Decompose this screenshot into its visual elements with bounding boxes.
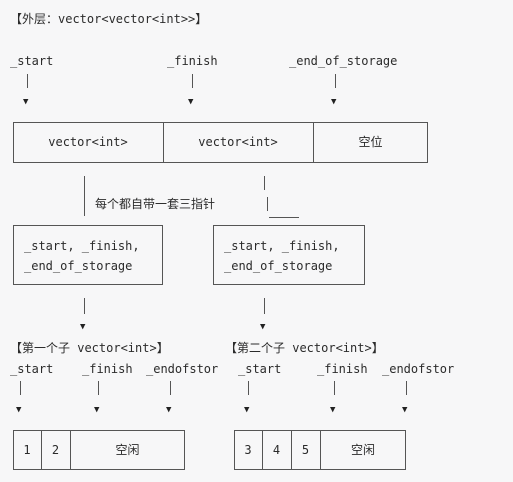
right-connector-line-upper	[264, 176, 265, 190]
second-child-finish-arrow-line	[334, 381, 335, 395]
child-2-connector-line	[264, 298, 265, 314]
second-child-start-arrowhead-icon: ▼	[244, 405, 250, 415]
first-child-start-label: _start	[10, 362, 54, 376]
first-child-divider-2	[70, 430, 71, 470]
outer-cell-1: vector<int>	[198, 135, 278, 149]
second-child-finish-label: _finish	[317, 362, 368, 376]
outer-end-of-storage-label: _end_of_storage	[289, 54, 398, 68]
second-child-divider-2	[291, 430, 292, 470]
first-child-divider-1	[41, 430, 42, 470]
outer-title: 【外层：vector<vector<int>>】	[10, 12, 208, 26]
second-child-finish-arrowhead-icon: ▼	[330, 405, 336, 415]
first-child-start-arrowhead-icon: ▼	[16, 405, 22, 415]
first-child-end-arrowhead-icon: ▼	[166, 405, 172, 415]
first-child-end-label: _endofstor	[146, 362, 219, 376]
right-connector-line-lower	[267, 197, 268, 211]
left-connector-line	[84, 176, 85, 216]
outer-divider-1	[163, 122, 164, 163]
outer-start-arrowhead-icon: ▼	[23, 97, 29, 107]
outer-finish-arrowhead-icon: ▼	[188, 97, 194, 107]
child-1-connector-line	[84, 298, 85, 314]
first-child-cell-1: 2	[51, 443, 60, 457]
child-2-arrowhead-icon: ▼	[260, 322, 266, 332]
inner-pointer-box-2	[213, 225, 365, 285]
outer-cell-2: 空位	[358, 135, 383, 149]
second-child-cell-2: 5	[301, 443, 310, 457]
first-child-finish-arrow-line	[98, 381, 99, 395]
outer-start-arrow-line	[27, 74, 28, 88]
outer-storage-box	[13, 122, 428, 163]
second-child-divider-1	[262, 430, 263, 470]
inner-box-1-line1: _start, _finish,	[24, 239, 140, 253]
box-2-connector-tick	[269, 217, 299, 218]
inner-box-2-line2: _end_of_storage	[224, 259, 333, 273]
second-child-cell-0: 3	[244, 443, 252, 457]
outer-finish-label: _finish	[167, 54, 218, 68]
outer-end-arrow-line	[335, 74, 336, 88]
first-child-title: 【第一个子 vector<int>】	[10, 341, 169, 355]
shared-pointers-note: 每个都自带一套三指针	[95, 197, 216, 211]
first-child-cell-0: 1	[23, 443, 31, 457]
outer-divider-2	[313, 122, 314, 163]
inner-pointer-box-1	[13, 225, 163, 285]
second-child-divider-3	[320, 430, 321, 470]
first-child-finish-arrowhead-icon: ▼	[94, 405, 100, 415]
inner-box-2-line1: _start, _finish,	[224, 239, 340, 253]
second-child-start-label: _start	[238, 362, 282, 376]
second-child-cell-3: 空闲	[350, 443, 375, 457]
first-child-storage-box	[13, 430, 185, 470]
first-child-start-arrow-line	[20, 381, 21, 395]
second-child-title: 【第二个子 vector<int>】	[225, 341, 384, 355]
first-child-finish-label: _finish	[82, 362, 133, 376]
outer-end-arrowhead-icon: ▼	[331, 97, 337, 107]
first-child-cell-2: 空闲	[115, 443, 140, 457]
outer-finish-arrow-line	[192, 74, 193, 88]
child-1-arrowhead-icon: ▼	[80, 322, 86, 332]
second-child-end-arrow-line	[406, 381, 407, 395]
inner-box-1-line2: _end_of_storage	[24, 259, 133, 273]
outer-cell-0: vector<int>	[48, 135, 128, 149]
first-child-end-arrow-line	[170, 381, 171, 395]
second-child-cell-1: 4	[272, 443, 281, 457]
second-child-end-arrowhead-icon: ▼	[402, 405, 408, 415]
outer-start-label: _start	[10, 54, 54, 68]
second-child-end-label: _endofstor	[382, 362, 455, 376]
second-child-start-arrow-line	[248, 381, 249, 395]
